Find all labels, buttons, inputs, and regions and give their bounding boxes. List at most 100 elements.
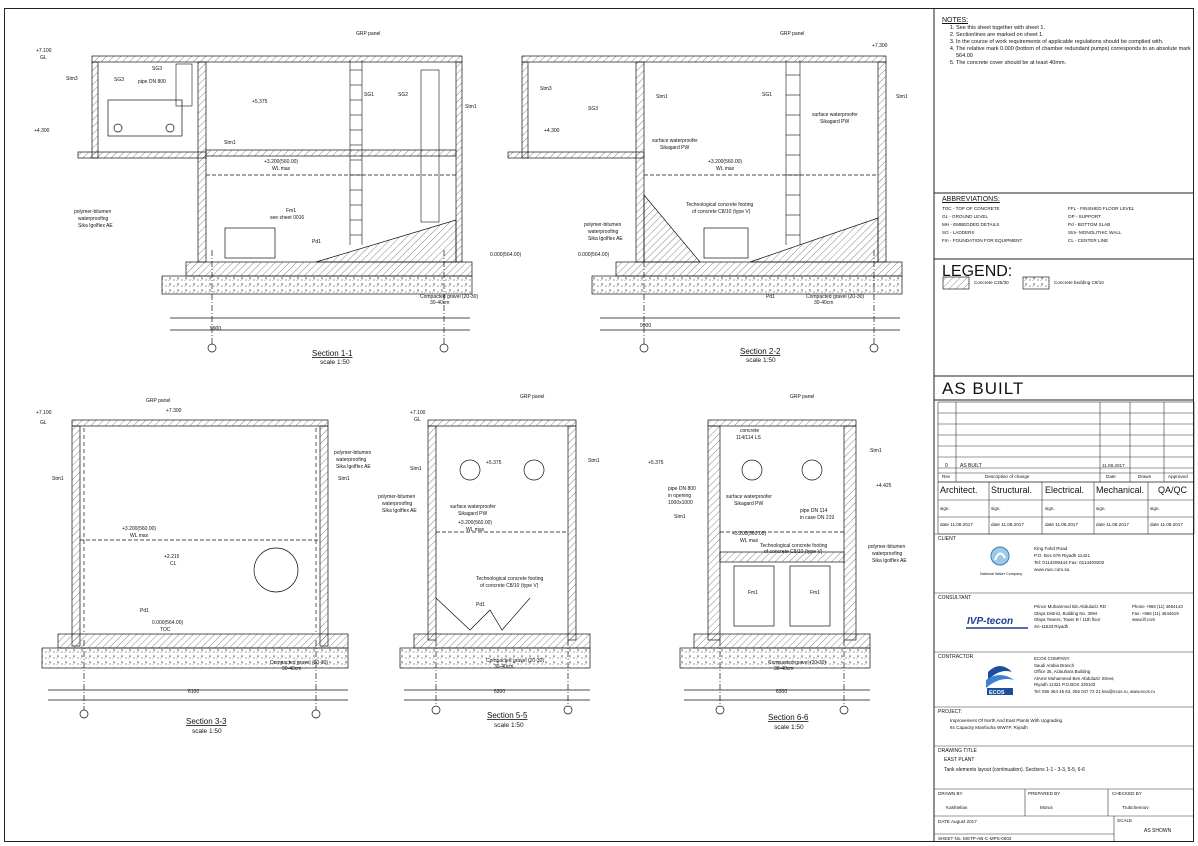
project-line: Improvement Of North And East Plants Wit… (950, 718, 1063, 723)
section-scale: scale 1:50 (746, 357, 776, 364)
gravel-note: 30-40cm (494, 664, 513, 670)
wl-max-label: WL max (740, 538, 759, 544)
client-address: King Fahd Road P.O. Box 676 Riyadh 11421… (1034, 545, 1104, 573)
wall-label: Stm1 (656, 94, 668, 100)
dimension-label: 9900 (210, 326, 221, 332)
abbr-item: Stm- MONOLITHIC WALL (1068, 230, 1122, 235)
level-label: +2.215 (164, 554, 180, 560)
axis-marker (715, 705, 725, 715)
svg-text:IVP-tecon: IVP-tecon (967, 616, 1013, 627)
concrete-note: concrete (740, 428, 759, 434)
surface-note: Sikagard PW (458, 511, 487, 517)
discipline-structural: Structural. (991, 485, 1033, 495)
bitumen-note: waterproofing (382, 501, 413, 507)
rev-header: Date (1106, 474, 1116, 479)
contractor-line: Riyadh 11321 P.O.BOX 230103 (1034, 682, 1096, 687)
bitumen-note: waterproofing (872, 551, 903, 557)
abbr-item: Fm - FOUNDATION FOR EQUIPMENT (942, 238, 1023, 243)
foundation-label: Fm1 (748, 590, 758, 596)
consultant-line: Prince Muhammed Bin Abdulaziz RD (1034, 604, 1106, 609)
toc-label: 0.000(564.00) (578, 252, 609, 258)
drawn-by-label: DRAWN BY (938, 791, 963, 796)
bitumen-note: Sika Igolflex AE (872, 558, 907, 564)
consultant-label: CONSULTANT (938, 595, 972, 601)
surface-note: Sikagard PW (660, 145, 689, 151)
level-label: +4.425 (876, 483, 892, 489)
wall-label: Stm3 (540, 86, 552, 92)
rev-header: Rev (942, 474, 951, 479)
notes-title: NOTES: (942, 17, 969, 24)
gravel-note: 30-40cm (282, 666, 301, 672)
svg-text:ECOS: ECOS (989, 690, 1005, 696)
bitumen-note: polymer-bitumen (868, 544, 905, 550)
dimension-label: 6300 (776, 689, 787, 695)
footing-note: of concrete C8/10 (type V) (480, 583, 539, 589)
axis-marker (311, 709, 321, 719)
wall-label: Stm1 (52, 476, 64, 482)
discipline-date: 11.08.2017 (950, 522, 973, 527)
section-scale: scale 1:50 (494, 722, 524, 729)
gravel-note: Compacted gravel (20-30) (270, 660, 328, 666)
legend-title: LEGEND: (942, 263, 1013, 280)
foundation-label: Fm1 (810, 590, 820, 596)
bitumen-note: polymer-bitumen (334, 450, 371, 456)
axis-marker (563, 705, 573, 715)
concrete-note: 114/114 LS (736, 435, 762, 441)
wl-label: +3.200(560.00) (732, 531, 766, 537)
grp-label: GRP panel (146, 398, 170, 404)
sign-label: sign. (1045, 506, 1055, 511)
pipe-label: pipe DN 114 (800, 508, 828, 514)
discipline-qaqc: QA/QC (1158, 485, 1188, 495)
abbr-item: OP - SUPPORT (1068, 214, 1101, 219)
gravel-note: 30-40cm (774, 666, 793, 672)
level-label: +5.375 (486, 460, 502, 466)
grp-label: GRP panel (356, 31, 380, 37)
scale-label: SCALE (1117, 818, 1133, 823)
slab-label: Pd1 (140, 608, 149, 614)
slab-label: Pd1 (312, 239, 321, 245)
see-sheet-note: Fm1 (286, 208, 296, 214)
section-2-2-drawing (507, 55, 903, 346)
section-title: Section 2-2 (740, 347, 781, 356)
note-item: See this sheet together with sheet 1. (956, 25, 1194, 32)
bitumen-note: waterproofing (336, 457, 367, 463)
bitumen-note: waterproofing (588, 229, 619, 235)
toc-label: 0.000(564.00) (152, 620, 183, 626)
section-scale: scale 1:50 (192, 728, 222, 735)
abbr-item: MH - EMBEDDED DETAILS (942, 222, 1000, 227)
level-label: +7.100 (36, 48, 52, 54)
client-company: National Water Company (980, 572, 1023, 576)
consultant-contact-line: www.ilf.com (1132, 617, 1156, 622)
wl-max-label: WL max (130, 533, 149, 539)
section-title: Section 6-6 (768, 713, 809, 722)
consultant-contact-line: Phone +966 (11) 4654143 (1132, 604, 1183, 609)
abbr-item: SG - LADDERS (942, 230, 975, 235)
consultant-line: SA-11533 Riyadh (1034, 623, 1069, 629)
wl-max-label: WL max (272, 166, 291, 172)
surface-note: surface waterproofer (652, 138, 698, 144)
axis-marker (79, 709, 89, 719)
project-line: Its Capacity Manfouha WWTP, Riyadh (950, 725, 1028, 730)
rev-header: Description of change (985, 474, 1030, 479)
gravel-note: 30-40cm (430, 300, 449, 306)
client-line: King Fahd Road (1034, 546, 1068, 551)
rev-header: Drawn (1138, 474, 1152, 479)
level-label: +7.100 (410, 410, 426, 416)
pipe-label: 1000x1000 (668, 500, 693, 506)
note-item: In the course of work requirements of ap… (956, 39, 1194, 46)
pipe-label: pipe DN 800 (138, 79, 166, 85)
ladder-label: SG2 (398, 92, 408, 98)
surface-note: surface waterproofer (450, 504, 496, 510)
bitumen-note: Sika Igolflex AE (588, 236, 623, 242)
as-built-stamp: AS BUILT (942, 379, 1025, 398)
level-label: +7.300 (872, 43, 888, 49)
pipe-label: in opening (668, 493, 691, 499)
bitumen-note: polymer-bitumen (378, 494, 415, 500)
revision-grid (934, 401, 1195, 841)
client-label: CLIENT (938, 536, 956, 542)
sheet-label: SHEET No. (938, 836, 962, 841)
wall-label: Stm1 (588, 458, 600, 464)
contractor-label: CONTRACTOR (938, 654, 974, 660)
wall-label: Stm1 (338, 476, 350, 482)
